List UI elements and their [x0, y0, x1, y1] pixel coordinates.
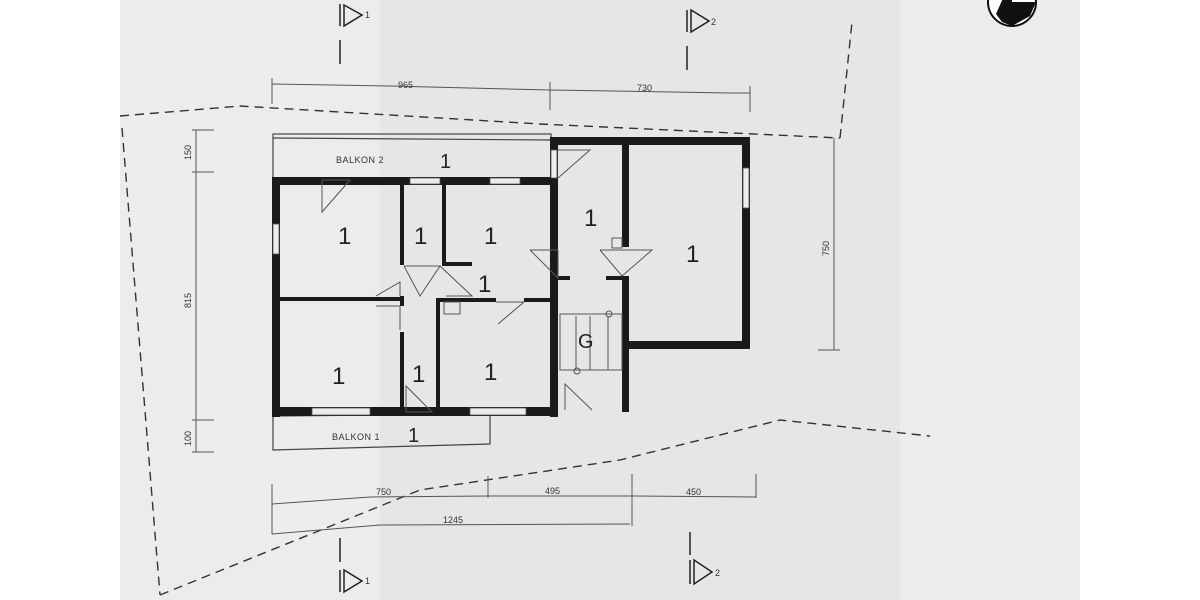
windows: [272, 149, 750, 416]
balkon-1-room-number: 1: [408, 425, 419, 447]
room-n-center-label: 1: [484, 223, 497, 250]
room-hall-label: 1: [478, 271, 491, 298]
dim-bottom-1: 750: [376, 487, 391, 497]
room-nw-label: 1: [338, 223, 351, 250]
room-n-small-label: 1: [414, 223, 427, 250]
section-marker-top-right: [686, 8, 711, 70]
dim-top-2: 730: [637, 83, 652, 93]
room-garage-label: 1: [686, 241, 699, 268]
room-s-center-label: 1: [484, 359, 497, 386]
north-arrow-icon: [987, 0, 1037, 27]
balkon-2-room-number: 1: [440, 151, 451, 173]
dim-left-1: 150: [183, 145, 193, 160]
section-marker-bottom-right: [689, 532, 714, 586]
balkon-2-label: BALKON 2: [336, 155, 384, 165]
stair-label: G: [578, 331, 594, 353]
dim-bottom-3: 450: [686, 487, 701, 497]
balkon-1-label: BALKON 1: [332, 432, 380, 442]
section-marker-label: 1: [365, 10, 370, 20]
section-marker-top-left: [339, 3, 364, 64]
dimension-lines: [192, 78, 840, 535]
dim-bottom-total: 1245: [443, 515, 463, 525]
room-s-small-label: 1: [412, 361, 425, 388]
property-boundary: [119, 21, 931, 596]
dim-left-3: 100: [183, 431, 193, 446]
room-sw-label: 1: [332, 363, 345, 390]
balkon-2: [272, 133, 552, 179]
section-marker-label: 1: [365, 576, 370, 586]
dim-bottom-2: 495: [545, 486, 560, 496]
room-ne-corridor-label: 1: [584, 205, 597, 232]
section-marker-label: 2: [711, 17, 716, 27]
section-marker-bottom-left: [339, 538, 364, 594]
section-marker-label: 2: [715, 568, 720, 578]
balkon-1: [272, 413, 491, 451]
dim-right: 750: [821, 241, 831, 256]
dim-left-2: 815: [183, 293, 193, 308]
dim-top-1: 965: [398, 80, 413, 90]
door-swings: [321, 149, 654, 413]
stair-symbol: [559, 310, 623, 375]
